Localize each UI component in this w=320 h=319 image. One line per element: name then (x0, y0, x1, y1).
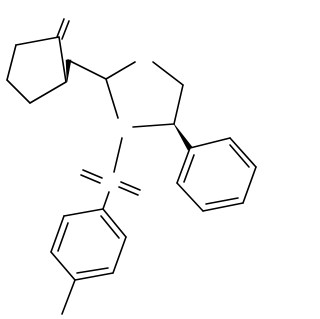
oxazolidine-ring (105, 61, 184, 128)
bond-c2-o1 (105, 61, 136, 80)
carbonyl-bond-line-1 (56, 18, 65, 38)
sulfonyl-double-bond-left (80, 169, 103, 184)
tolyl-bond-4 (50, 251, 76, 281)
tolyl-inner-1 (100, 215, 120, 239)
chemical-structure-diagram (6, 18, 257, 315)
tolyl-inner-3 (57, 222, 69, 252)
bond-c1-c2 (58, 36, 67, 83)
bond-n-s (113, 137, 123, 173)
carbonyl-double-bond (56, 18, 70, 40)
phenyl-bond-5 (176, 182, 204, 212)
bond-s-aryl (102, 191, 110, 210)
tolyl-bond-6 (63, 208, 104, 217)
phenyl-bond-6 (176, 147, 191, 184)
bond-c3-c4 (6, 79, 31, 104)
tolyl-ring (50, 208, 127, 281)
phenyl-bond-3 (242, 166, 257, 204)
bond-c4-n3 (132, 123, 175, 128)
bond-n3-c2 (105, 78, 119, 119)
tolyl-bond-3 (74, 272, 114, 281)
bond-c5-c1 (15, 36, 60, 46)
so-right-line-1 (120, 181, 141, 191)
so-left-line-2 (80, 174, 101, 184)
tolyl-inner-2 (76, 267, 109, 274)
carbonyl-bond-line-2 (61, 20, 70, 40)
phenyl-bond-4 (202, 202, 244, 212)
cyclopentanone-ring (6, 36, 67, 104)
bond-methyl (61, 279, 76, 315)
so-right-line-2 (118, 186, 139, 196)
tolyl-bond-5 (50, 215, 65, 253)
bond-c5-c4 (173, 84, 184, 125)
phenyl-bond-1 (189, 137, 231, 149)
bond-c4-c5 (6, 44, 17, 81)
bond-junction (67, 59, 107, 80)
tolyl-bond-2 (112, 236, 127, 274)
bond-c2-c3 (29, 81, 67, 104)
phenyl-inner-3 (183, 154, 195, 183)
stereo-wedge-ring-junction (65, 59, 72, 83)
tolyl-bond-1 (102, 208, 127, 238)
phenyl-bond-2 (229, 137, 257, 168)
phenyl-ring (176, 137, 257, 212)
phenyl-inner-1 (229, 144, 250, 168)
so-left-line-1 (82, 169, 103, 179)
sulfonyl-double-bond-right (118, 181, 141, 196)
phenyl-inner-2 (205, 197, 239, 205)
bond-o1-c5 (152, 61, 184, 86)
stereo-wedge-phenyl (173, 123, 193, 151)
